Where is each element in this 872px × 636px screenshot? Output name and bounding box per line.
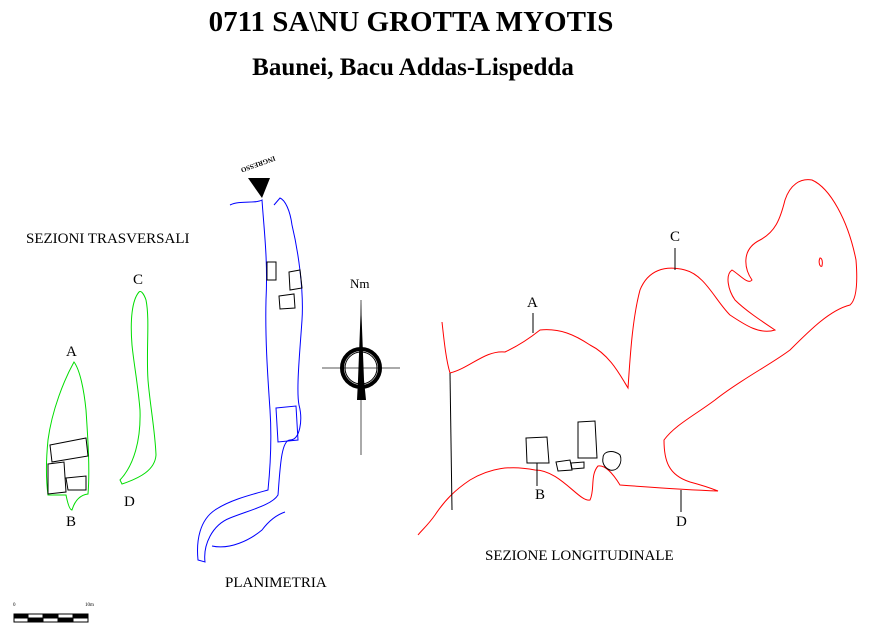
plan-label: PLANIMETRIA [225, 575, 327, 591]
north-arrow-icon [322, 300, 400, 455]
map-title: 0711 SA\NU GROTTA MYOTIS [208, 6, 614, 38]
section-marker-ticks [532, 248, 682, 512]
cross-section-ab-boulders [47, 437, 89, 495]
longitudinal-outline [417, 179, 858, 536]
marker-d-long: D [676, 514, 687, 530]
cross-section-ab [46, 361, 90, 511]
cross-sections-label: SEZIONI TRASVERSALI [26, 231, 190, 247]
map-subtitle: Baunei, Bacu Addas-Lispedda [252, 54, 574, 81]
longitudinal-section-label: SEZIONE LONGITUDINALE [485, 548, 674, 564]
entrance-arrow-icon [248, 178, 270, 198]
longitudinal-boulders [525, 420, 622, 472]
marker-b-long: B [535, 487, 546, 503]
marker-d-cross: D [124, 494, 135, 510]
marker-b-cross: B [66, 514, 77, 530]
scale-bar [13, 613, 89, 623]
longitudinal-entrance-wall [449, 372, 453, 511]
plan-outline [197, 197, 303, 563]
marker-c-cross: C [133, 272, 144, 288]
marker-a-cross: A [66, 344, 77, 360]
north-label: Nm [350, 276, 370, 291]
cross-section-cd [119, 291, 157, 485]
marker-a-long: A [527, 295, 538, 311]
scale-start: 0 [13, 603, 16, 608]
plan-boulders [266, 261, 303, 310]
marker-c-long: C [670, 229, 681, 245]
scale-end: 10m [85, 603, 94, 608]
